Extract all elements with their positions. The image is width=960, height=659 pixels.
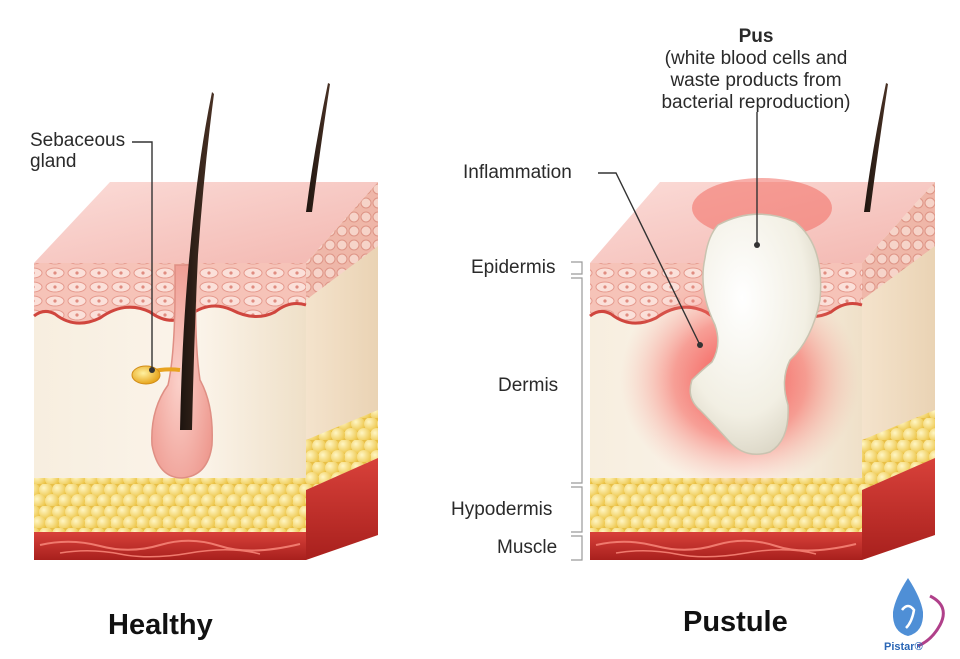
hair-shaft — [180, 92, 214, 430]
caption-pustule: Pustule — [683, 606, 788, 638]
layer-brackets — [571, 261, 583, 561]
healthy-epidermis-top — [34, 182, 378, 263]
pustule-hair-shaft — [864, 83, 888, 212]
label-pus-title: Pus — [738, 26, 774, 47]
healthy-skin-block — [33, 83, 378, 560]
sebaceous-gland — [131, 365, 161, 385]
label-pus-line2: waste products from — [670, 70, 842, 91]
logo-registered-mark: ® — [914, 641, 923, 653]
healthy-hypodermis — [34, 478, 306, 532]
label-muscle: Muscle — [497, 537, 558, 558]
label-epidermis: Epidermis — [471, 257, 556, 278]
pus-body — [689, 213, 822, 455]
label-pus-line1: (white blood cells and — [664, 48, 848, 69]
label-sebaceous-gland: Sebaceous gland — [30, 130, 125, 172]
logo-name: Pistar — [884, 641, 915, 653]
label-inflammation: Inflammation — [463, 162, 572, 183]
leader-lines — [132, 112, 760, 373]
label-hypodermis: Hypodermis — [451, 499, 553, 520]
caption-healthy: Healthy — [108, 609, 213, 641]
label-sebaceous-line2: gland — [30, 151, 77, 172]
logo-text: Pistar® — [884, 641, 923, 653]
hair-shaft-2 — [306, 83, 330, 212]
pustule-skin-block — [589, 83, 935, 560]
label-dermis: Dermis — [498, 375, 559, 396]
pistar-logo-icon — [892, 578, 945, 648]
label-pus-line3: bacterial reproduction) — [661, 92, 851, 113]
label-pus: Pus (white blood cells and waste product… — [644, 26, 868, 114]
healthy-epidermis-band — [34, 263, 306, 324]
label-sebaceous-line1: Sebaceous — [30, 130, 126, 151]
